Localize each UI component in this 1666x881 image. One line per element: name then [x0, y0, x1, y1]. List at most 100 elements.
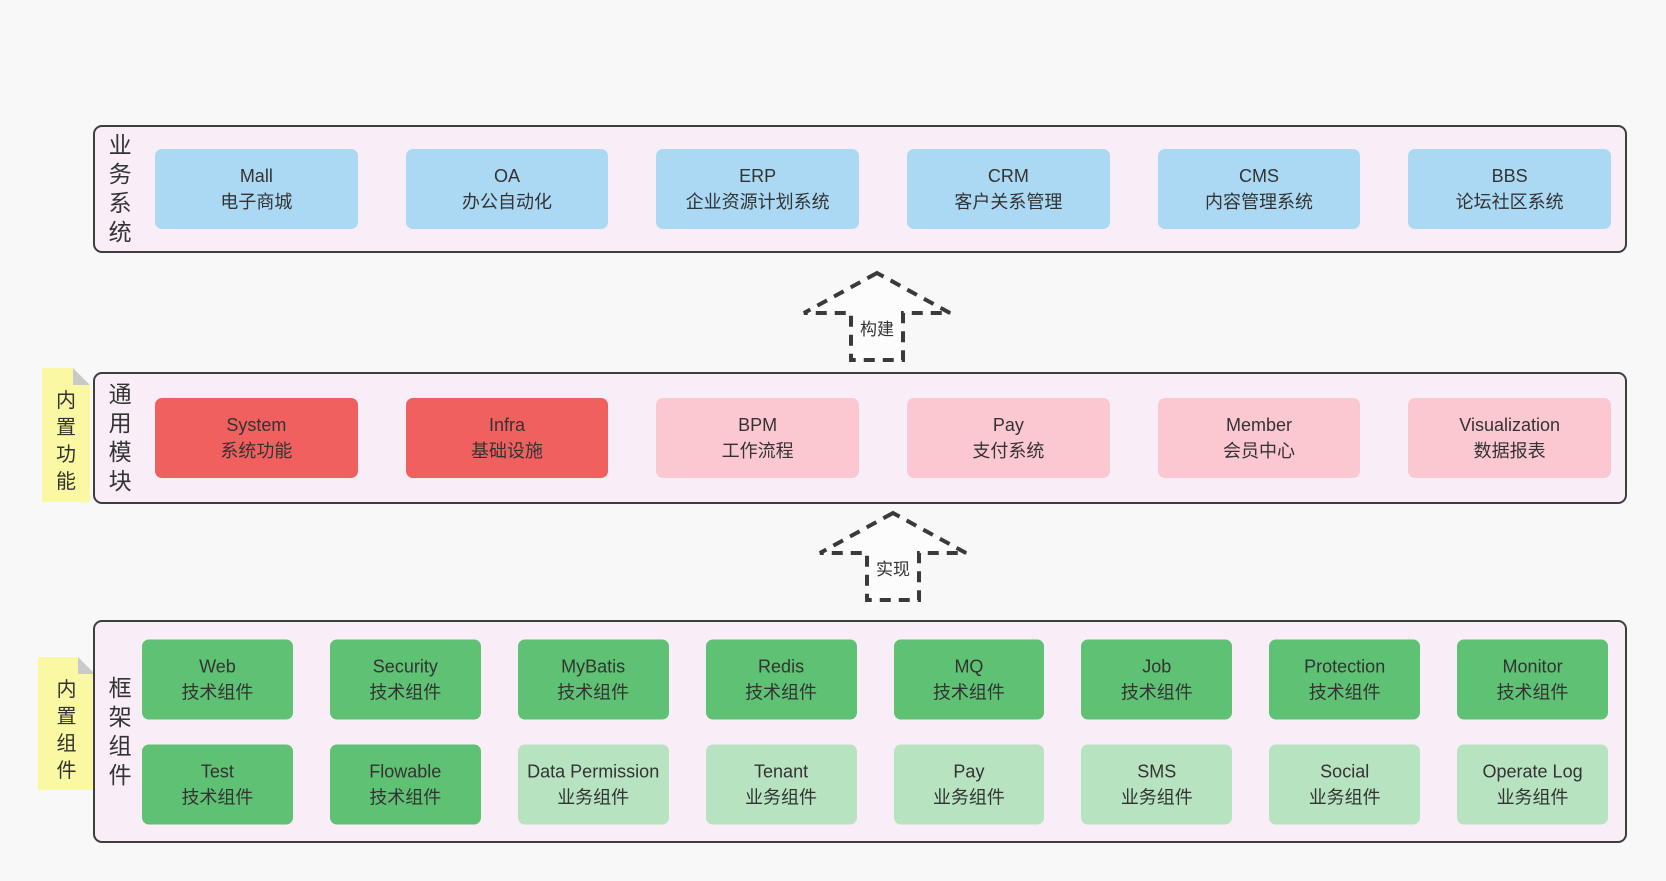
box-title: MyBatis	[561, 656, 626, 676]
build-arrow: 构建	[797, 268, 957, 368]
layer-common-modules: 通用模块 System 系统功能 Infra 基础设施 BPM 工作流程 Pay…	[93, 372, 1627, 504]
box-subtitle: 办公自动化	[461, 192, 552, 212]
box-subtitle: 业务组件	[557, 787, 630, 807]
implement-arrow: 实现	[813, 508, 973, 608]
box-title: MQ	[954, 656, 984, 676]
box-subtitle: 数据报表	[1473, 441, 1546, 461]
box-title: Pay	[992, 415, 1024, 435]
box-system: System 系统功能	[155, 398, 358, 478]
box-title: Web	[199, 656, 236, 676]
box-subtitle: 业务组件	[1496, 787, 1569, 807]
box-title: Job	[1142, 656, 1172, 676]
box-title: Monitor	[1502, 656, 1563, 676]
box-visualization: Visualization 数据报表	[1408, 398, 1611, 478]
box-title: Tenant	[754, 761, 809, 781]
box-monitor: Monitor 技术组件	[1457, 639, 1608, 719]
box-social: Social 业务组件	[1269, 744, 1421, 824]
box-redis: Redis 技术组件	[705, 639, 857, 719]
box-subtitle: 技术组件	[745, 682, 818, 702]
box-web: Web 技术组件	[142, 639, 293, 719]
box-title: Protection	[1304, 656, 1386, 676]
box-title: Security	[372, 656, 438, 676]
box-mq: MQ 技术组件	[893, 639, 1045, 719]
box-subtitle: 技术组件	[557, 682, 630, 702]
note-fold-corner-icon	[73, 368, 90, 385]
layer-label-framework-components: 框架组件	[108, 674, 132, 788]
box-subtitle: 工作流程	[721, 441, 794, 461]
box-title: Redis	[758, 656, 805, 676]
implement-arrow-label: 实现	[873, 552, 913, 583]
business-systems-row: Mall 电子商城 OA 办公自动化 ERP 企业资源计划系统 CRM 客户关系…	[155, 149, 1611, 229]
box-title: Data Permission	[527, 761, 660, 781]
box-subtitle: 业务组件	[932, 787, 1005, 807]
box-subtitle: 内容管理系统	[1204, 192, 1313, 212]
box-subtitle: 业务组件	[745, 787, 818, 807]
box-title: Infra	[488, 415, 525, 435]
box-title: BPM	[738, 415, 778, 435]
box-crm: CRM 客户关系管理	[907, 149, 1110, 229]
box-subtitle: 技术组件	[181, 682, 254, 702]
box-test: Test 技术组件	[142, 744, 293, 824]
box-title: Member	[1225, 415, 1292, 435]
box-subtitle: 技术组件	[369, 682, 442, 702]
box-job: Job 技术组件	[1081, 639, 1233, 719]
box-title: Flowable	[369, 761, 442, 781]
box-subtitle: 论坛社区系统	[1455, 192, 1564, 212]
box-subtitle: 支付系统	[972, 441, 1045, 461]
box-subtitle: 企业资源计划系统	[685, 192, 830, 212]
box-title: ERP	[739, 166, 777, 186]
box-title: Mall	[239, 166, 273, 186]
box-subtitle: 技术组件	[1120, 682, 1193, 702]
box-oa: OA 办公自动化	[405, 149, 609, 229]
box-data-permission: Data Permission 业务组件	[517, 744, 669, 824]
box-subtitle: 技术组件	[1308, 682, 1381, 702]
box-title: Pay	[953, 761, 985, 781]
box-member: Member 会员中心	[1157, 398, 1361, 478]
box-subtitle: 技术组件	[932, 682, 1005, 702]
box-operate-log: Operate Log 业务组件	[1457, 744, 1608, 824]
box-pay-component: Pay 业务组件	[893, 744, 1045, 824]
box-sms: SMS 业务组件	[1081, 744, 1233, 824]
box-title: OA	[493, 166, 520, 186]
sticky-note-built-in-components: 内置组件	[38, 657, 95, 790]
box-cms: CMS 内容管理系统	[1157, 149, 1361, 229]
box-subtitle: 技术组件	[181, 787, 254, 807]
box-infra: Infra 基础设施	[405, 398, 609, 478]
note-text: 内置功能	[56, 390, 76, 493]
box-subtitle: 技术组件	[369, 787, 442, 807]
box-subtitle: 会员中心	[1222, 441, 1295, 461]
box-mybatis: MyBatis 技术组件	[517, 639, 669, 719]
box-title: CMS	[1238, 166, 1279, 186]
common-modules-row: System 系统功能 Infra 基础设施 BPM 工作流程 Pay 支付系统…	[155, 398, 1611, 478]
build-arrow-label: 构建	[857, 312, 897, 343]
box-title: CRM	[987, 166, 1029, 186]
box-title: Operate Log	[1482, 761, 1583, 781]
box-security: Security 技术组件	[329, 639, 481, 719]
box-subtitle: 业务组件	[1120, 787, 1193, 807]
layer-label-business-systems: 业务系统	[108, 132, 132, 245]
layer-business-systems: 业务系统 Mall 电子商城 OA 办公自动化 ERP 企业资源计划系统 CRM…	[93, 125, 1627, 253]
layer-framework-components: 框架组件 Web 技术组件 Security 技术组件 MyBatis 技术组件…	[93, 620, 1627, 843]
layer-label-common-modules: 通用模块	[108, 381, 132, 494]
box-subtitle: 基础设施	[470, 441, 543, 461]
box-tenant: Tenant 业务组件	[705, 744, 857, 824]
box-title: Test	[200, 761, 234, 781]
box-title: SMS	[1137, 761, 1177, 781]
box-pay-module: Pay 支付系统	[907, 398, 1110, 478]
box-title: System	[226, 415, 287, 435]
box-protection: Protection 技术组件	[1269, 639, 1421, 719]
box-bpm: BPM 工作流程	[656, 398, 859, 478]
box-erp: ERP 企业资源计划系统	[656, 149, 859, 229]
box-title: BBS	[1491, 166, 1528, 186]
box-bbs: BBS 论坛社区系统	[1408, 149, 1611, 229]
box-subtitle: 系统功能	[220, 441, 293, 461]
box-flowable: Flowable 技术组件	[329, 744, 481, 824]
box-subtitle: 业务组件	[1308, 787, 1381, 807]
box-subtitle: 电子商城	[220, 192, 293, 212]
framework-components-grid: Web 技术组件 Security 技术组件 MyBatis 技术组件 Redi…	[142, 639, 1608, 824]
box-title: Social	[1320, 761, 1370, 781]
box-subtitle: 技术组件	[1496, 682, 1569, 702]
note-text: 内置组件	[56, 679, 77, 782]
sticky-note-built-in-features: 内置功能	[42, 368, 90, 502]
box-subtitle: 客户关系管理	[954, 192, 1063, 212]
